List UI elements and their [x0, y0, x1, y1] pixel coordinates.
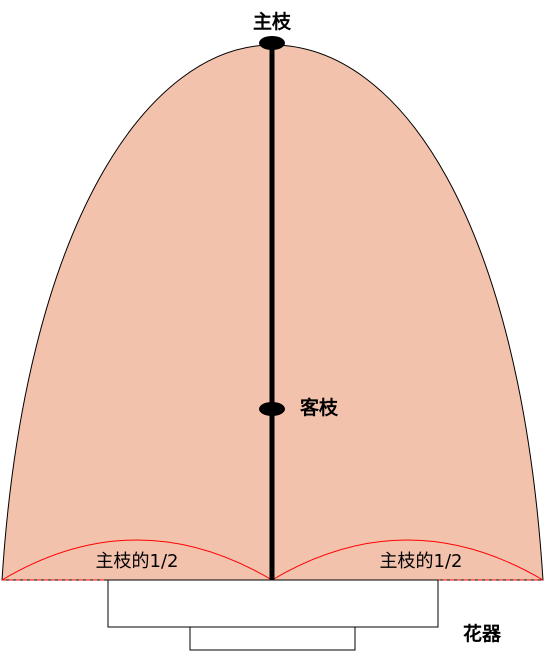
main-branch-label: 主枝 [253, 10, 292, 33]
guest-branch-label: 客枝 [300, 396, 339, 419]
guest-branch-node [259, 402, 285, 416]
vase-label: 花器 [463, 622, 502, 645]
vase-base [189, 626, 356, 651]
left-half-arc [1, 539, 273, 581]
half-main-left-label: 主枝的1/2 [96, 551, 179, 572]
half-main-right-label: 主枝的1/2 [380, 551, 463, 572]
right-half-arc [271, 539, 544, 581]
main-branch-node [259, 36, 285, 50]
vase-body [107, 579, 439, 628]
